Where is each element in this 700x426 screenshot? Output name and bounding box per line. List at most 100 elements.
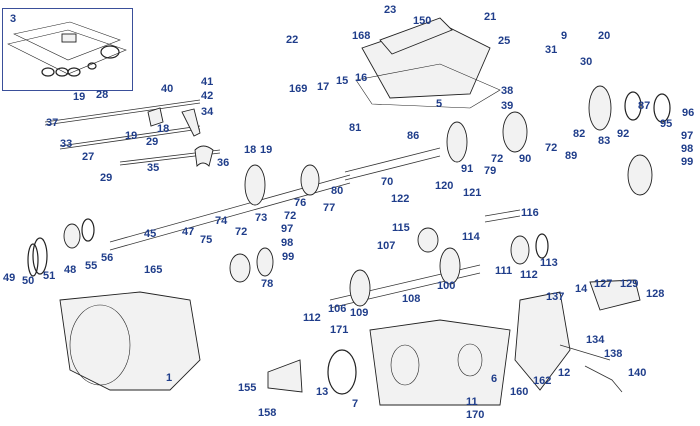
callout-140[interactable]: 140 [628,367,647,379]
callout-168[interactable]: 168 [352,30,371,42]
callout-112a[interactable]: 112 [303,312,321,324]
callout-33[interactable]: 33 [60,138,73,150]
callout-134[interactable]: 134 [586,334,605,346]
callout-75[interactable]: 75 [200,234,213,246]
callout-82[interactable]: 82 [573,128,586,140]
callout-1[interactable]: 1 [166,372,173,384]
callout-11[interactable]: 11 [466,396,478,408]
callout-165[interactable]: 165 [144,264,163,276]
callout-115[interactable]: 115 [392,222,410,234]
callout-112b[interactable]: 112 [520,269,538,281]
callout-31[interactable]: 31 [545,44,558,56]
callout-109[interactable]: 109 [350,307,369,319]
callout-113[interactable]: 113 [540,257,558,269]
callout-137[interactable]: 137 [546,291,565,303]
callout-76[interactable]: 76 [294,197,307,209]
callout-38[interactable]: 38 [501,85,514,97]
callout-87[interactable]: 87 [638,100,651,112]
callout-50[interactable]: 50 [22,275,35,287]
callout-160[interactable]: 160 [510,386,529,398]
callout-21[interactable]: 21 [484,11,497,23]
callout-129[interactable]: 129 [620,278,639,290]
callout-12[interactable]: 12 [558,367,571,379]
callout-97a[interactable]: 97 [281,223,294,235]
callout-98a[interactable]: 98 [281,237,294,249]
callout-45[interactable]: 45 [144,228,157,240]
callout-86[interactable]: 86 [407,130,420,142]
callout-99b[interactable]: 99 [681,156,694,168]
callout-15[interactable]: 15 [336,75,349,87]
callout-74[interactable]: 74 [215,215,228,227]
callout-5[interactable]: 5 [436,98,443,110]
callout-114[interactable]: 114 [462,231,480,243]
callout-29a[interactable]: 29 [146,136,159,148]
callout-162[interactable]: 162 [533,375,552,387]
callout-19b[interactable]: 19 [125,130,138,142]
callout-80[interactable]: 80 [331,185,344,197]
callout-39[interactable]: 39 [501,100,514,112]
callout-73[interactable]: 73 [255,212,268,224]
callout-20[interactable]: 20 [598,30,611,42]
callout-116[interactable]: 116 [521,207,539,219]
callout-7[interactable]: 7 [352,398,359,410]
callout-127[interactable]: 127 [594,278,613,290]
callout-18a[interactable]: 18 [157,123,170,135]
callout-17[interactable]: 17 [317,81,330,93]
callout-128[interactable]: 128 [646,288,665,300]
callout-55[interactable]: 55 [85,260,98,272]
callout-34[interactable]: 34 [201,106,214,118]
callout-9[interactable]: 9 [561,30,568,42]
callout-170[interactable]: 170 [466,409,485,421]
callout-18b[interactable]: 18 [244,144,257,156]
callout-111[interactable]: 111 [495,265,513,277]
callout-51[interactable]: 51 [43,270,56,282]
callout-27[interactable]: 27 [82,151,95,163]
callout-138[interactable]: 138 [604,348,623,360]
callout-92[interactable]: 92 [617,128,630,140]
callout-150[interactable]: 150 [413,15,432,27]
callout-22[interactable]: 22 [286,34,299,46]
callout-81[interactable]: 81 [349,122,362,134]
callout-77[interactable]: 77 [323,202,336,214]
callout-121[interactable]: 121 [463,187,482,199]
callout-72a[interactable]: 72 [235,226,248,238]
callout-120[interactable]: 120 [435,180,454,192]
callout-100[interactable]: 100 [437,280,456,292]
callout-47[interactable]: 47 [182,226,195,238]
callout-29b[interactable]: 29 [100,172,113,184]
callout-155[interactable]: 155 [238,382,257,394]
callout-83[interactable]: 83 [598,135,611,147]
callout-106[interactable]: 106 [328,303,347,315]
callout-78[interactable]: 78 [261,278,274,290]
callout-97b[interactable]: 97 [681,130,694,142]
callout-96[interactable]: 96 [682,107,695,119]
callout-14[interactable]: 14 [575,283,588,295]
callout-158[interactable]: 158 [258,407,277,419]
callout-91[interactable]: 91 [461,163,474,175]
callout-25[interactable]: 25 [498,35,511,47]
callout-72c[interactable]: 72 [491,153,504,165]
callout-122[interactable]: 122 [391,193,410,205]
callout-41[interactable]: 41 [201,76,214,88]
callout-30[interactable]: 30 [580,56,593,68]
callout-171[interactable]: 171 [330,324,349,336]
callout-19a[interactable]: 19 [73,91,86,103]
callout-72d[interactable]: 72 [545,142,558,154]
callout-70[interactable]: 70 [381,176,394,188]
callout-56[interactable]: 56 [101,252,114,264]
callout-89[interactable]: 89 [565,150,578,162]
callout-49[interactable]: 49 [3,272,16,284]
callout-79[interactable]: 79 [484,165,497,177]
callout-23[interactable]: 23 [384,4,397,16]
callout-28[interactable]: 28 [96,89,109,101]
callout-48[interactable]: 48 [64,264,77,276]
callout-6[interactable]: 6 [491,373,498,385]
callout-16[interactable]: 16 [355,72,368,84]
callout-99a[interactable]: 99 [282,251,295,263]
callout-107[interactable]: 107 [377,240,396,252]
callout-95[interactable]: 95 [660,118,673,130]
callout-36[interactable]: 36 [217,157,230,169]
callout-35[interactable]: 35 [147,162,160,174]
callout-42[interactable]: 42 [201,90,214,102]
callout-108[interactable]: 108 [402,293,421,305]
